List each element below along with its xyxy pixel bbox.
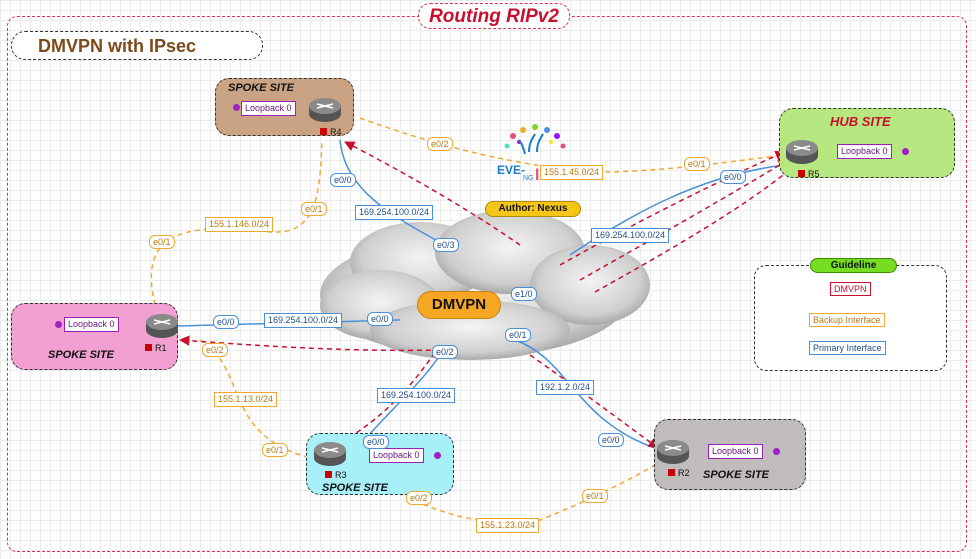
subnet-r4-tunnel: 169.254.100.0/24: [355, 205, 434, 220]
page-subtitle: DMVPN with IPsec: [11, 31, 263, 60]
if-r5-e01: e0/1: [684, 157, 710, 171]
router-r1-icon[interactable]: [145, 310, 179, 340]
if-cloud-e10: e1/0: [511, 287, 537, 301]
site-r4-label: SPOKE SITE: [228, 82, 295, 94]
link-r4-r5: [359, 117, 786, 173]
loopback-r3[interactable]: Loopback 0: [369, 448, 424, 463]
if-r3-e02: e0/2: [406, 491, 432, 505]
loopback-r3-dot: [434, 452, 441, 459]
subnet-r3-tunnel: 169.254.100.0/24: [377, 388, 456, 403]
dmvpn-cloud: [320, 210, 650, 360]
if-cloud-e02: e0/2: [432, 345, 458, 359]
router-r3-marker: [325, 471, 332, 478]
loopback-r1[interactable]: Loopback 0: [64, 317, 119, 332]
subnet-r2-tunnel: 192.1.2.0/24: [536, 380, 595, 395]
dmvpn-r5-r2: [529, 354, 659, 449]
if-cloud-e03: e0/3: [433, 238, 459, 252]
subnet-r3-r2: 155.1.23.0/24: [476, 518, 540, 533]
router-r5-marker: [798, 170, 805, 177]
router-r1-name: R1: [155, 343, 167, 353]
if-cloud-e00: e0/0: [367, 312, 393, 326]
if-r1-e02: e0/2: [202, 343, 228, 357]
link-r4-cloud: [339, 139, 446, 246]
subnet-r1-tunnel: 169.254.100.0/24: [264, 313, 343, 328]
dmvpn-label: DMVPN: [417, 291, 501, 319]
router-r4-marker: [320, 128, 327, 135]
loopback-r2[interactable]: Loopback 0: [708, 444, 763, 459]
dmvpn-r5-r4: [344, 141, 521, 246]
svg-text:NG: NG: [523, 175, 534, 182]
guideline-primary: Primary Interface: [809, 341, 886, 355]
svg-text:EVE-: EVE-: [497, 163, 525, 177]
if-r1-e00: e0/0: [213, 315, 239, 329]
if-r4-e02: e0/2: [427, 137, 453, 151]
router-r4-name: R4: [330, 127, 342, 137]
site-r1: [11, 303, 178, 370]
if-r1-e01: e0/1: [149, 235, 175, 249]
if-r2-e00: e0/0: [598, 433, 624, 447]
guideline-title: Guideline: [810, 258, 897, 273]
router-r2-marker: [668, 469, 675, 476]
if-cloud-e01: e0/1: [505, 328, 531, 342]
loopback-r1-dot: [55, 321, 62, 328]
guideline-backup: Backup Interface: [809, 313, 885, 327]
subnet-r4-r5: 155.1.45.0/24: [540, 165, 604, 180]
loopback-r5[interactable]: Loopback 0: [837, 144, 892, 159]
loopback-r2-dot: [773, 448, 780, 455]
subnet-r5-tunnel: 169.254.100.0/24: [591, 228, 670, 243]
router-r3-icon[interactable]: [313, 438, 347, 468]
if-r4-e01: e0/1: [301, 202, 327, 216]
router-r3-name: R3: [335, 470, 347, 480]
if-r2-e01: e0/1: [582, 489, 608, 503]
page-title: Routing RIPv2: [418, 3, 570, 29]
router-r2-name: R2: [678, 468, 690, 478]
loopback-r4[interactable]: Loopback 0: [241, 101, 296, 116]
dmvpn-r5-3: [594, 167, 793, 293]
subnet-r1-r3: 155.1.13.0/24: [214, 392, 278, 407]
guideline-dmvpn: DMVPN: [830, 282, 871, 296]
dmvpn-r5-2: [579, 159, 789, 281]
if-r5-e00: e0/0: [720, 170, 746, 184]
dmvpn-r5-r1: [178, 335, 441, 352]
router-r4-icon[interactable]: [308, 94, 342, 124]
loopback-r5-dot: [902, 148, 909, 155]
router-r2-icon[interactable]: [656, 436, 690, 466]
site-hub-label: HUB SITE: [830, 114, 891, 129]
site-r1-label: SPOKE SITE: [48, 349, 115, 361]
subnet-r1-r4: 155.1.146.0/24: [205, 217, 274, 232]
if-r4-e00: e0/0: [330, 173, 356, 187]
author-badge: Author: Nexus: [485, 201, 581, 217]
router-r5-name: R5: [808, 169, 820, 179]
router-r1-marker: [145, 344, 152, 351]
site-r2-label: SPOKE SITE: [703, 469, 770, 481]
if-r3-e00: e0/0: [363, 435, 389, 449]
router-r5-icon[interactable]: [785, 136, 819, 166]
site-r3-label: SPOKE SITE: [322, 482, 389, 494]
loopback-r4-dot: [233, 104, 240, 111]
if-r3-e01: e0/1: [262, 443, 288, 457]
